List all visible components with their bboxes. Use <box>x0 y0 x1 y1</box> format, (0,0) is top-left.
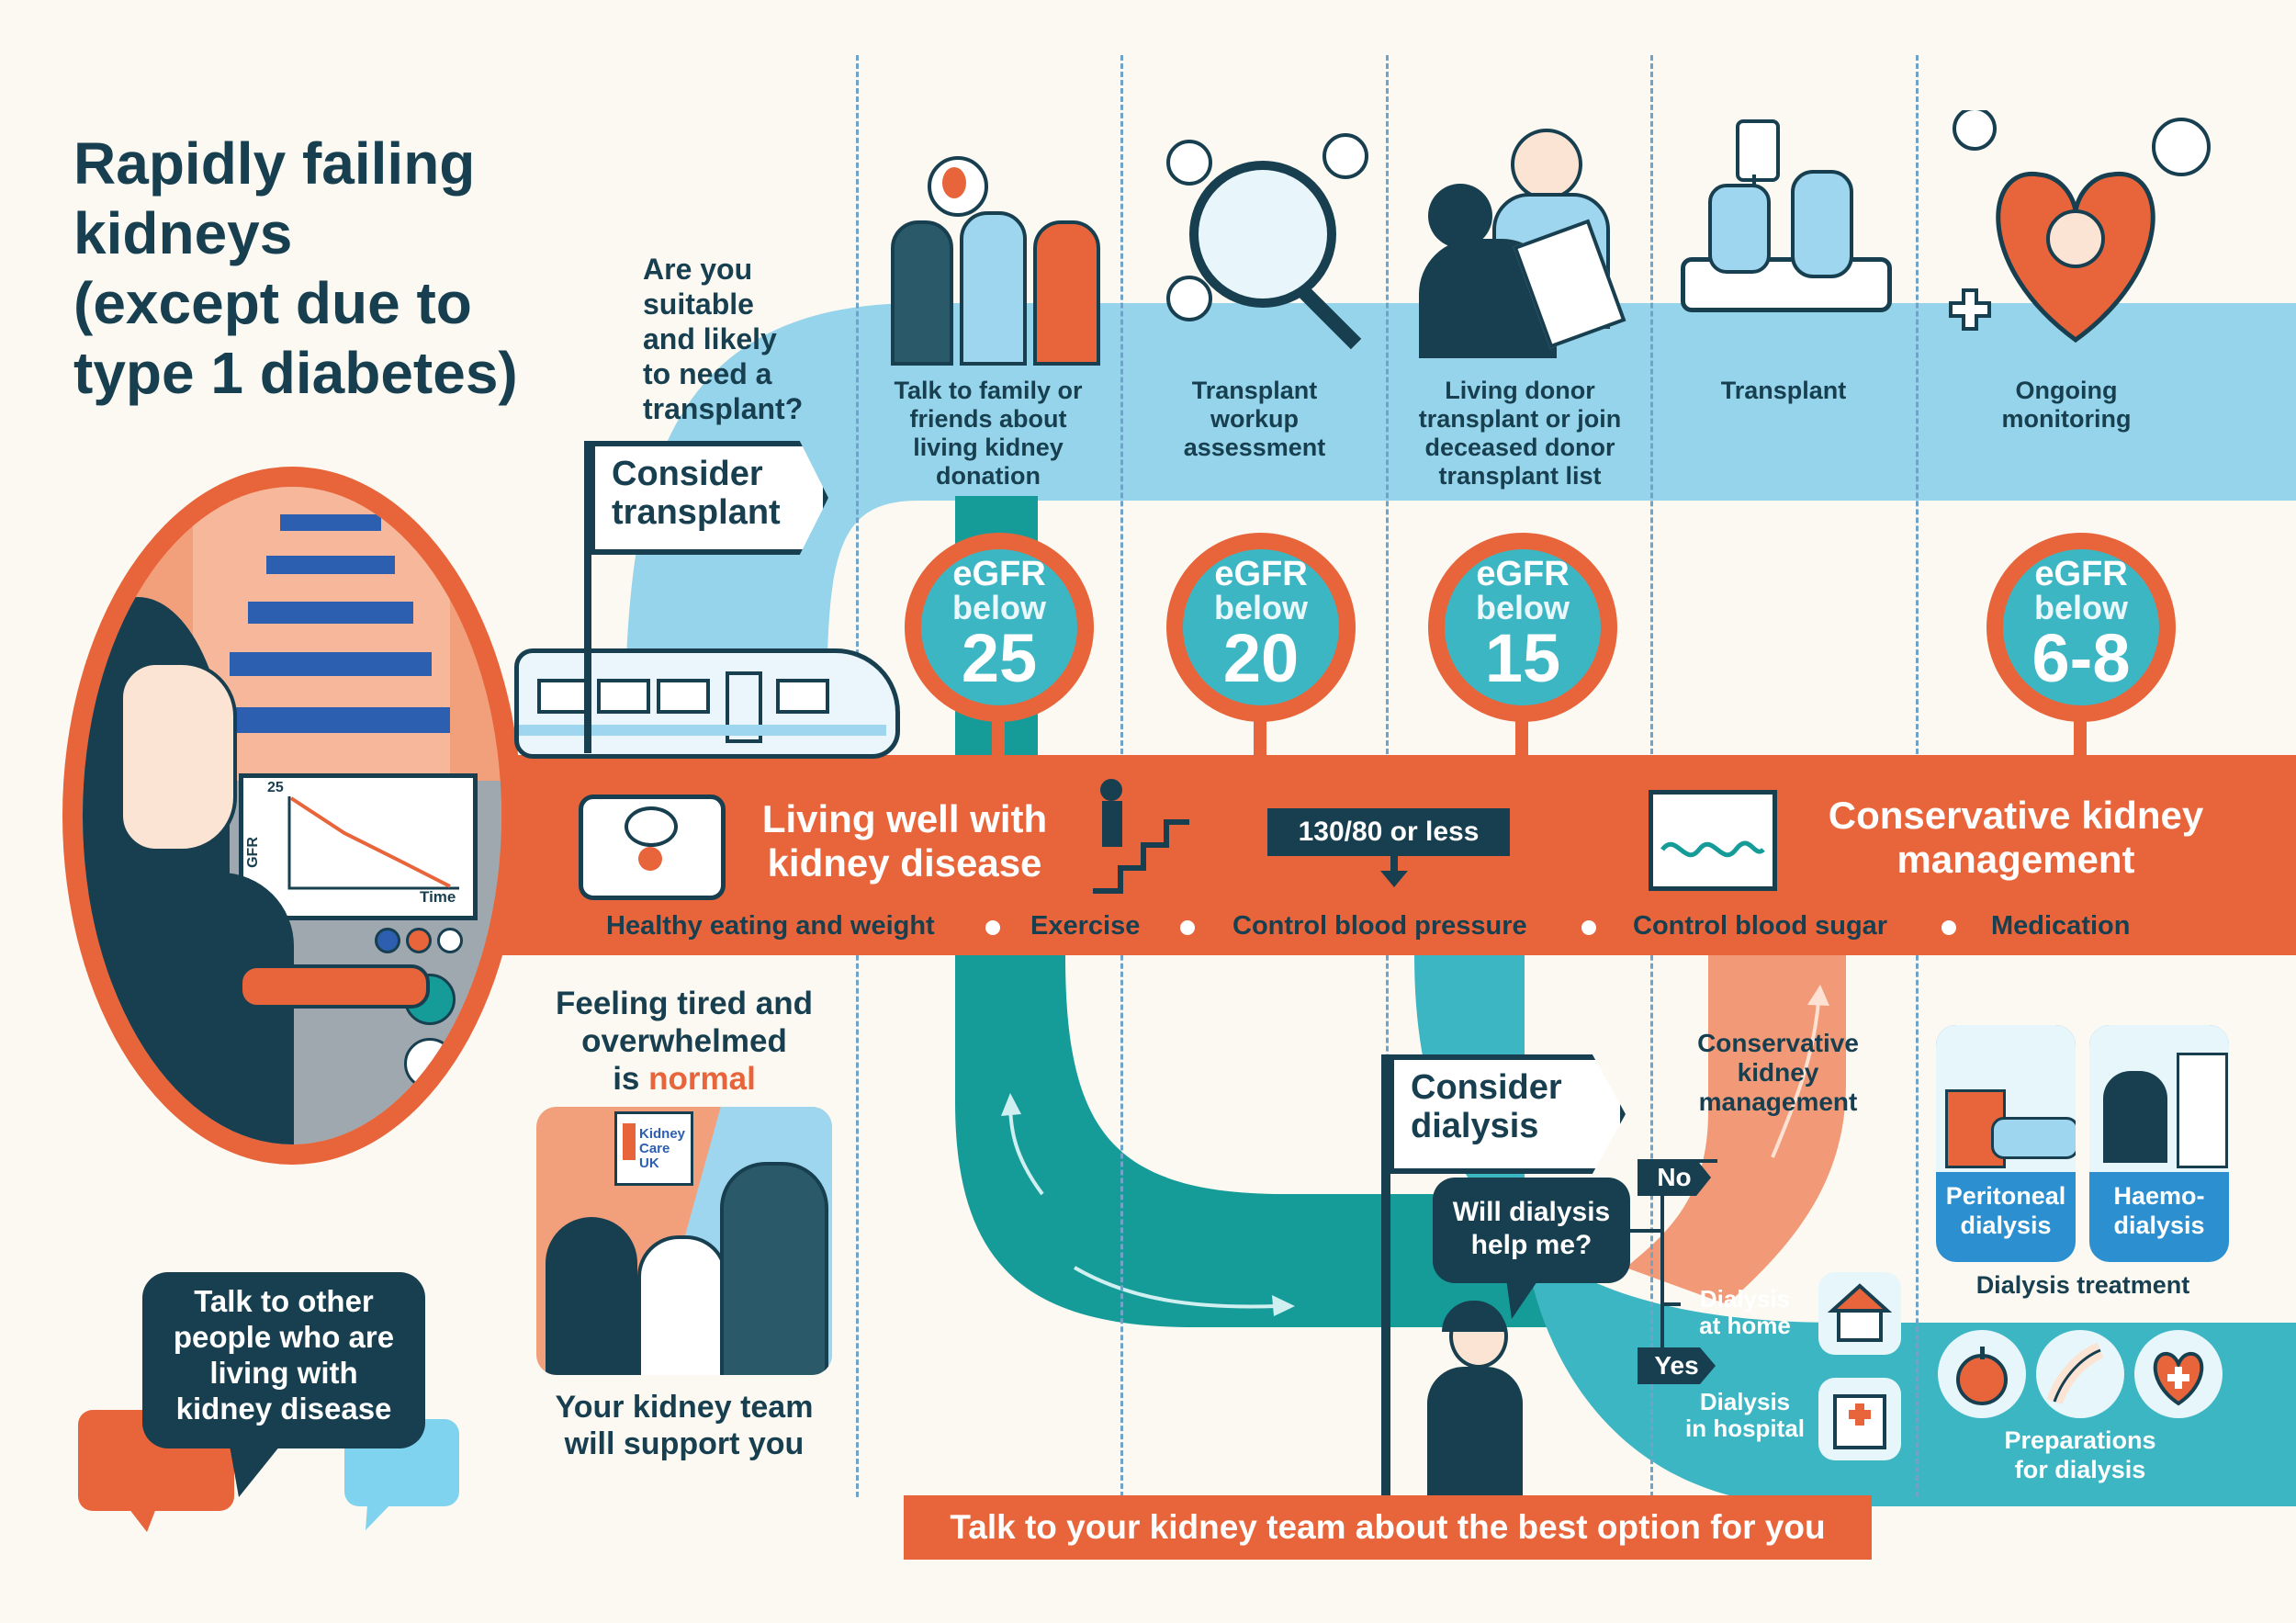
arm-fistula-icon <box>2036 1330 2124 1418</box>
track-sleeper <box>280 514 381 531</box>
conservative-return-band <box>1626 955 1846 1304</box>
track-sleeper <box>211 707 450 733</box>
list-bullet <box>1581 920 1596 935</box>
flow-arrow-up-head <box>1001 1093 1021 1116</box>
dialysis-flow-band <box>955 955 1561 1327</box>
graph-xlabel: Time <box>420 888 456 906</box>
yes-branch-tag: Yes <box>1638 1347 1716 1384</box>
lifestyle-item: Healthy eating and weight <box>606 911 935 941</box>
family-discussion-illustration <box>872 147 1102 366</box>
conservative-arrow-head <box>1807 985 1829 1006</box>
pulse-gauge-icon <box>404 1038 456 1089</box>
lifestyle-item: Control blood sugar <box>1633 911 1888 941</box>
graph-ytick: 25 <box>267 780 284 795</box>
train-controller <box>239 964 430 1009</box>
no-branch-tag: No <box>1638 1159 1711 1196</box>
donor-list-illustration <box>1419 129 1630 358</box>
driver-face <box>119 661 237 852</box>
gfr-graph-screen: 25 GFR Time <box>239 773 478 920</box>
scales-icon <box>579 795 726 900</box>
step-label: Transplant <box>1720 377 1847 404</box>
blood-sugar-monitor-icon <box>1649 790 1777 891</box>
dashboard-light <box>375 928 400 953</box>
list-bullet <box>985 920 1000 935</box>
list-bullet <box>1180 920 1195 935</box>
flow-arrow-right <box>1073 1266 1277 1309</box>
track-sleeper <box>266 556 395 574</box>
bp-target-badge: 130/80 or less <box>1267 808 1510 856</box>
workup-magnifier-illustration <box>1166 129 1368 358</box>
haemodialysis-card: Haemo-dialysis <box>2089 1025 2229 1262</box>
transplant-bed-illustration <box>1671 119 1892 358</box>
hospital-icon <box>1818 1378 1901 1460</box>
monitoring-heart-illustration <box>1938 107 2213 358</box>
feeling-tired-text: Feeling tired and overwhelmed is normal <box>555 986 814 1097</box>
dialysis-treatment-label: Dialysis treatment <box>1975 1271 2190 1299</box>
flow-arrow-right-head <box>1272 1295 1295 1316</box>
transplant-band <box>625 303 2296 762</box>
conservative-arrow <box>1771 1000 1820 1158</box>
dashboard-light <box>406 928 432 953</box>
driver-window: 25 GFR Time <box>62 467 522 1165</box>
dashboard-light <box>437 928 463 953</box>
track-sleeper <box>230 652 432 676</box>
driver-body <box>83 873 294 1144</box>
apple-icon <box>1938 1330 2026 1418</box>
list-bullet <box>1941 920 1956 935</box>
track-sleeper <box>248 602 413 624</box>
gfr-decline-line <box>287 796 459 890</box>
sign-post <box>584 441 591 753</box>
person-thinking-illustration <box>1414 1301 1534 1497</box>
sign-post <box>1381 1054 1390 1497</box>
bottom-banner: Talk to your kidney team about the best … <box>904 1495 1872 1560</box>
lifestyle-item: Medication <box>1991 911 2131 941</box>
train-illustration <box>514 648 900 759</box>
home-icon <box>1818 1272 1901 1355</box>
stairs-climber-icon <box>1084 772 1194 900</box>
down-arrow-icon <box>1380 856 1408 887</box>
heart-plus-icon <box>2134 1330 2223 1418</box>
lifestyle-item: Exercise <box>1030 911 1141 941</box>
bubble-tail <box>230 1446 280 1497</box>
bubble-tail <box>1506 1279 1539 1319</box>
lifestyle-item: Control blood pressure <box>1232 911 1527 941</box>
